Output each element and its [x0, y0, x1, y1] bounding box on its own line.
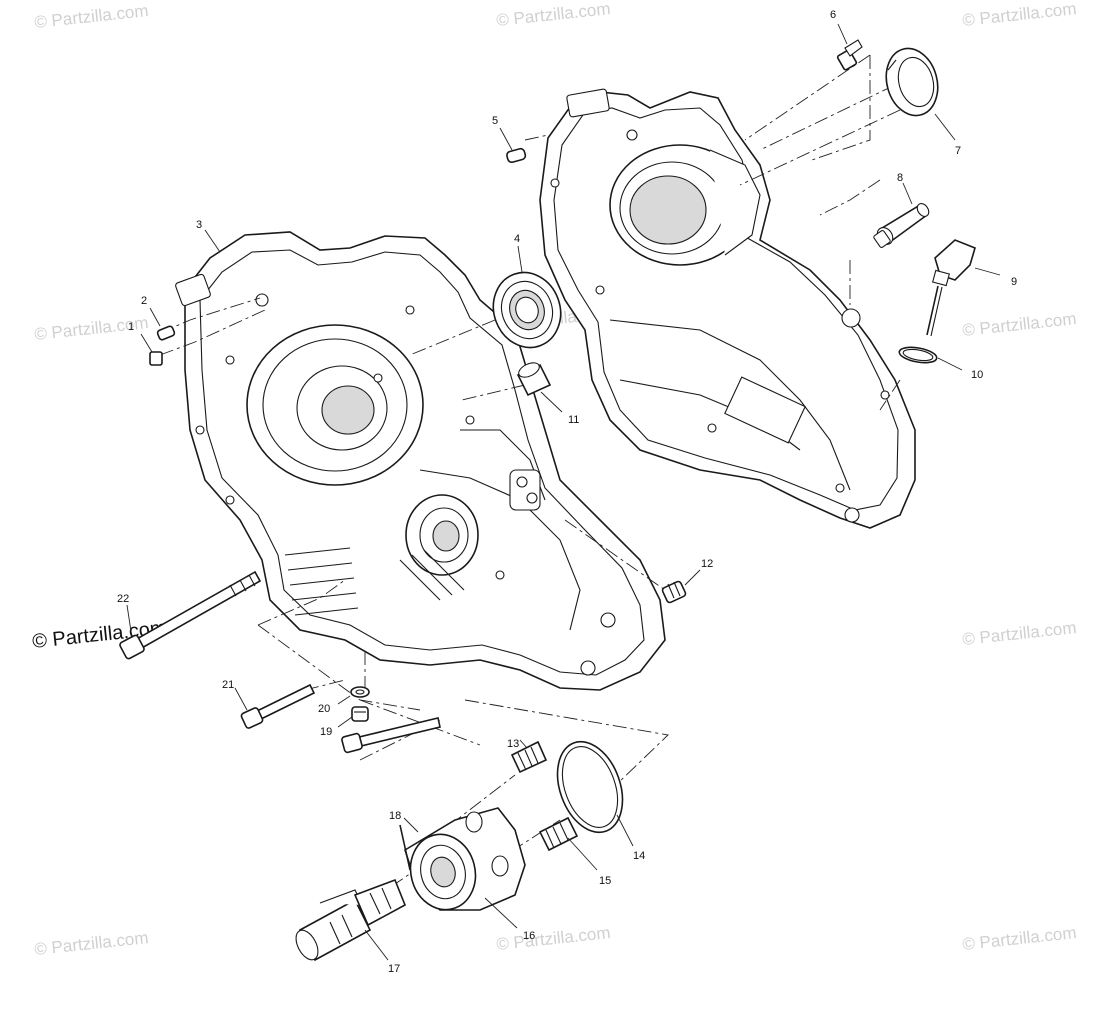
- part-2-dowel: [149, 307, 176, 341]
- part-16-filter-housing: [404, 807, 526, 929]
- part-6-bolt: [836, 23, 863, 71]
- watermark: © Partzilla.com: [33, 928, 149, 959]
- callout-18: 18: [389, 810, 401, 822]
- callout-19: 19: [320, 726, 332, 738]
- callout-16: 16: [523, 930, 535, 942]
- callout-22: 22: [117, 593, 129, 605]
- callout-7: 7: [955, 145, 961, 157]
- part-15-stud: [538, 816, 598, 871]
- watermark: © Partzilla.com: [961, 0, 1077, 30]
- part-3-leader: [204, 229, 221, 253]
- part-22-bolt: [119, 570, 262, 660]
- part-14-oring: [556, 740, 634, 847]
- part-11-bushing: [516, 362, 563, 413]
- part-4-bearing: [492, 245, 562, 349]
- part-1-plug: [140, 333, 163, 366]
- part-7-seal: [885, 47, 956, 141]
- callout-4: 4: [514, 233, 520, 245]
- callout-21: 21: [222, 679, 234, 691]
- watermark: © Partzilla.com: [33, 1, 149, 32]
- part-9-dipstick: [926, 239, 1001, 337]
- part-20-washer: [337, 686, 370, 705]
- part-12-fitting: [661, 569, 701, 604]
- callout-15: 15: [599, 875, 611, 887]
- callout-1: 1: [128, 321, 134, 333]
- callout-10: 10: [971, 369, 983, 381]
- callout-6: 6: [830, 9, 836, 21]
- part-5-dowel: [499, 127, 527, 164]
- case-bolt-long: [341, 717, 441, 754]
- watermark: © Partzilla.com: [961, 309, 1077, 340]
- part-21-bolt: [234, 683, 316, 729]
- callout-5: 5: [492, 115, 498, 127]
- part-17-filter-stud: [295, 878, 407, 962]
- watermark: © Partzilla.com: [495, 923, 611, 954]
- part-10-oring: [898, 346, 963, 371]
- right-crankcase-half: [539, 88, 916, 529]
- watermark: © Partzilla.com: [495, 0, 611, 30]
- callout-14: 14: [633, 850, 645, 862]
- part-8-fitting: [873, 182, 930, 248]
- part-18-pin: [399, 817, 419, 871]
- callout-17: 17: [388, 963, 400, 975]
- watermark: © Partzilla.com: [961, 618, 1077, 649]
- callout-3: 3: [196, 219, 202, 231]
- callout-2: 2: [141, 295, 147, 307]
- part-19-drain-plug: [337, 706, 369, 728]
- part-13-stud: [510, 739, 548, 774]
- callout-20: 20: [318, 703, 330, 715]
- callout-labels: 1 2 3 4 5 6 7 8 9 10 11 12 13 14 15 16 1…: [117, 9, 1017, 975]
- watermark: © Partzilla.com: [961, 923, 1077, 954]
- left-crankcase-half: [175, 231, 666, 691]
- callout-9: 9: [1011, 276, 1017, 288]
- callout-12: 12: [701, 558, 713, 570]
- callout-13: 13: [507, 738, 519, 750]
- callout-8: 8: [897, 172, 903, 184]
- callout-11: 11: [568, 414, 579, 426]
- cooling-fins: [284, 547, 465, 616]
